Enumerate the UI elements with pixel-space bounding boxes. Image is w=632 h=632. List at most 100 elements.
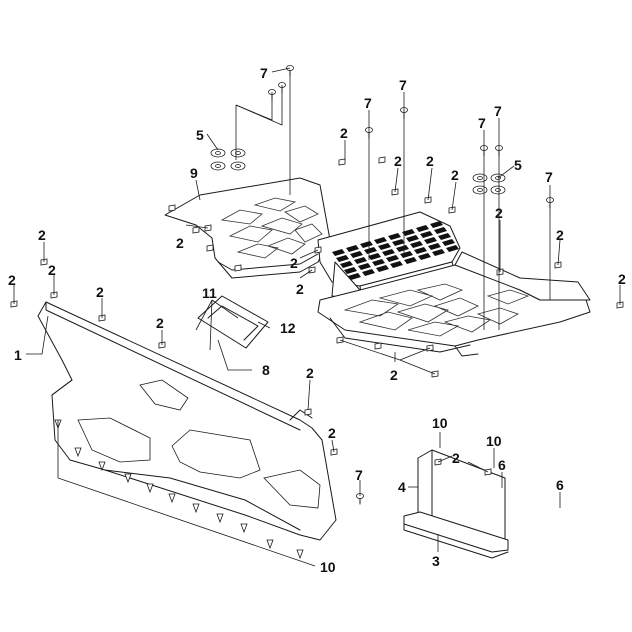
grid-cell <box>404 257 417 264</box>
grid-cell <box>428 243 441 250</box>
grid-cell <box>354 257 367 264</box>
callout-7: 7 <box>399 77 407 93</box>
grid-cell <box>346 245 359 252</box>
grid-cell <box>378 243 391 250</box>
clip-icon <box>234 264 242 272</box>
grid-cell <box>438 233 451 240</box>
callout-2: 2 <box>96 284 104 300</box>
push-pin-icon <box>296 549 304 560</box>
callout-5: 5 <box>514 157 522 173</box>
callout-2: 2 <box>394 153 402 169</box>
grid-cell <box>424 237 437 244</box>
clip-icon <box>206 244 214 252</box>
clip-icon <box>192 226 200 234</box>
grid-cell <box>414 247 427 254</box>
grid-cell <box>402 229 415 236</box>
callout-2: 2 <box>340 125 348 141</box>
grid-cell <box>340 261 353 268</box>
callout-2: 2 <box>290 255 298 271</box>
grid-cell <box>348 273 361 280</box>
callout-10: 10 <box>320 559 336 575</box>
grid-cell <box>372 259 385 266</box>
push-pin-icon <box>192 503 200 514</box>
trim-strip <box>403 511 509 559</box>
callout-9: 9 <box>190 165 198 181</box>
callout-2: 2 <box>452 450 460 466</box>
callout-2: 2 <box>390 367 398 383</box>
callout-7: 7 <box>494 103 502 119</box>
grid-cell <box>360 241 373 248</box>
push-pin-icon <box>216 513 224 524</box>
grid-cell <box>430 221 443 228</box>
push-pin-icon <box>168 493 176 504</box>
small-bracket-plate <box>197 295 269 349</box>
grid-cell <box>442 239 455 246</box>
grid-cell <box>418 253 431 260</box>
grid-cell <box>410 241 423 248</box>
grid-cell <box>392 239 405 246</box>
callout-2: 2 <box>495 205 503 221</box>
skid-plate <box>37 301 337 541</box>
callout-10: 10 <box>432 415 448 431</box>
callout-5: 5 <box>196 127 204 143</box>
grid-cell <box>364 247 377 254</box>
callout-7: 7 <box>355 467 363 483</box>
callout-2: 2 <box>296 281 304 297</box>
grid-cell <box>420 231 433 238</box>
callout-4: 4 <box>398 479 406 495</box>
callout-3: 3 <box>432 553 440 569</box>
grid-cell <box>368 253 381 260</box>
grid-cell <box>382 249 395 256</box>
grid-cell <box>344 267 357 274</box>
clip-icon <box>304 408 312 416</box>
push-pin-icon <box>74 447 82 458</box>
callout-8: 8 <box>262 362 270 378</box>
callout-2: 2 <box>176 235 184 251</box>
callout-labels: 7 5 9 2 7 7 2 2 2 2 7 7 5 7 2 2 2 2 2 2 … <box>8 65 626 575</box>
callout-2: 2 <box>618 271 626 287</box>
callout-1: 1 <box>14 347 22 363</box>
callout-6: 6 <box>556 477 564 493</box>
callout-2: 2 <box>8 272 16 288</box>
callout-2: 2 <box>38 227 46 243</box>
push-pin-icon <box>124 473 132 484</box>
callout-2: 2 <box>426 153 434 169</box>
clip-icon <box>168 204 176 212</box>
grid-cell <box>386 255 399 262</box>
floor-panel-left <box>164 177 331 279</box>
washers <box>210 148 506 195</box>
floor-panel-right <box>317 251 591 357</box>
grid-cell <box>406 235 419 242</box>
grid-cell <box>432 249 445 256</box>
grid-cell <box>374 237 387 244</box>
grid-cell <box>396 245 409 252</box>
leader-lines <box>13 67 621 567</box>
push-pin-icon <box>266 539 274 550</box>
grid-cell <box>388 233 401 240</box>
grid-cell <box>376 265 389 272</box>
grid-cell <box>434 227 447 234</box>
grid-cell <box>400 251 413 258</box>
callout-12: 12 <box>280 320 296 336</box>
callout-11: 11 <box>202 285 217 301</box>
callout-2: 2 <box>48 262 56 278</box>
push-pin-icon <box>98 461 106 472</box>
grid-cell <box>362 269 375 276</box>
callout-7: 7 <box>545 169 553 185</box>
clip-icon <box>378 156 386 164</box>
callout-7: 7 <box>260 65 268 81</box>
grid-cell <box>416 225 429 232</box>
tunnel-grid <box>332 221 459 280</box>
callout-2: 2 <box>556 227 564 243</box>
push-pin-icon <box>146 483 154 494</box>
grid-cell <box>390 261 403 268</box>
callout-2: 2 <box>156 315 164 331</box>
clip-icon <box>374 342 382 350</box>
push-pin-icon <box>240 523 248 534</box>
callout-2: 2 <box>328 425 336 441</box>
grid-cell <box>336 255 349 262</box>
callout-7: 7 <box>478 115 486 131</box>
callout-2: 2 <box>306 365 314 381</box>
